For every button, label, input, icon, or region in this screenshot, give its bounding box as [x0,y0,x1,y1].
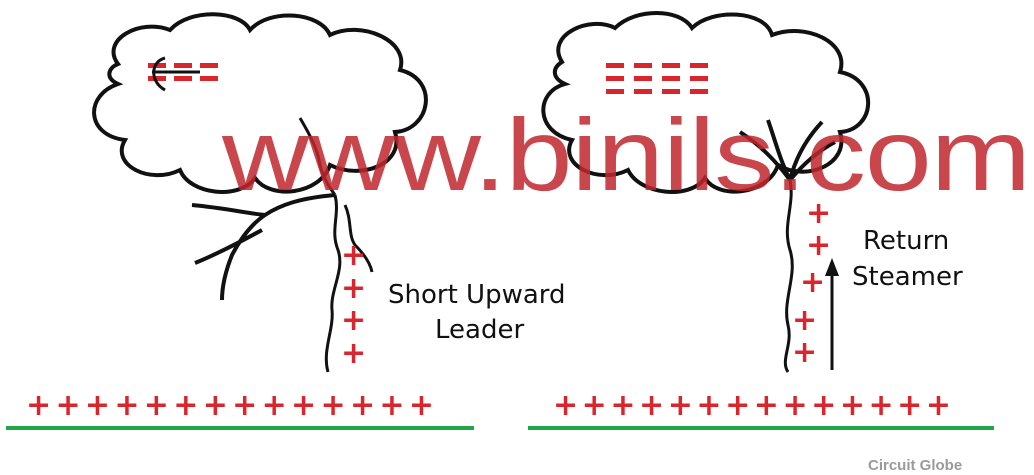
left-branch-channel [191,193,336,301]
left-caption-line2: Leader [435,315,524,345]
left-upward-leader [324,194,374,373]
left-caption-line1: Short Upward [388,280,566,310]
right-channel-positive-charges: + + + + + [792,196,831,370]
plus-sign: + [800,265,825,300]
left-ground-charges: ++++++++++++++ [26,388,434,423]
right-branch-channel [738,119,836,182]
left-leader-positive-charges: + + + + [341,238,366,371]
plus-sign: + [341,336,366,371]
left-cloud [92,12,428,194]
plus-sign: + [806,228,831,263]
plus-sign: + [341,271,366,306]
left-cloud-negative-charges [148,56,218,92]
plus-sign: + [341,303,366,338]
right-ground-charges: ++++++++++++++ [553,388,951,423]
plus-sign: + [792,303,817,338]
watermark: www.binils.com [221,98,1030,212]
credit-text: Circuit Globe [868,457,962,474]
right-return-channel [783,179,794,373]
plus-sign: + [806,196,831,231]
plus-sign: + [341,238,366,273]
right-panel: + + + + + Return Steamer ++++++++++++++ [528,11,994,430]
right-caption-line2: Steamer [852,262,963,292]
right-cloud [541,11,871,194]
return-arrow-head [825,258,839,276]
plus-sign: + [792,335,817,370]
right-cloud-negative-charges [606,63,708,94]
left-panel: + + + + Short Upward Leader ++++++++++++… [6,12,566,430]
left-stepped-leader [298,117,337,196]
right-caption-line1: Return [863,226,949,256]
